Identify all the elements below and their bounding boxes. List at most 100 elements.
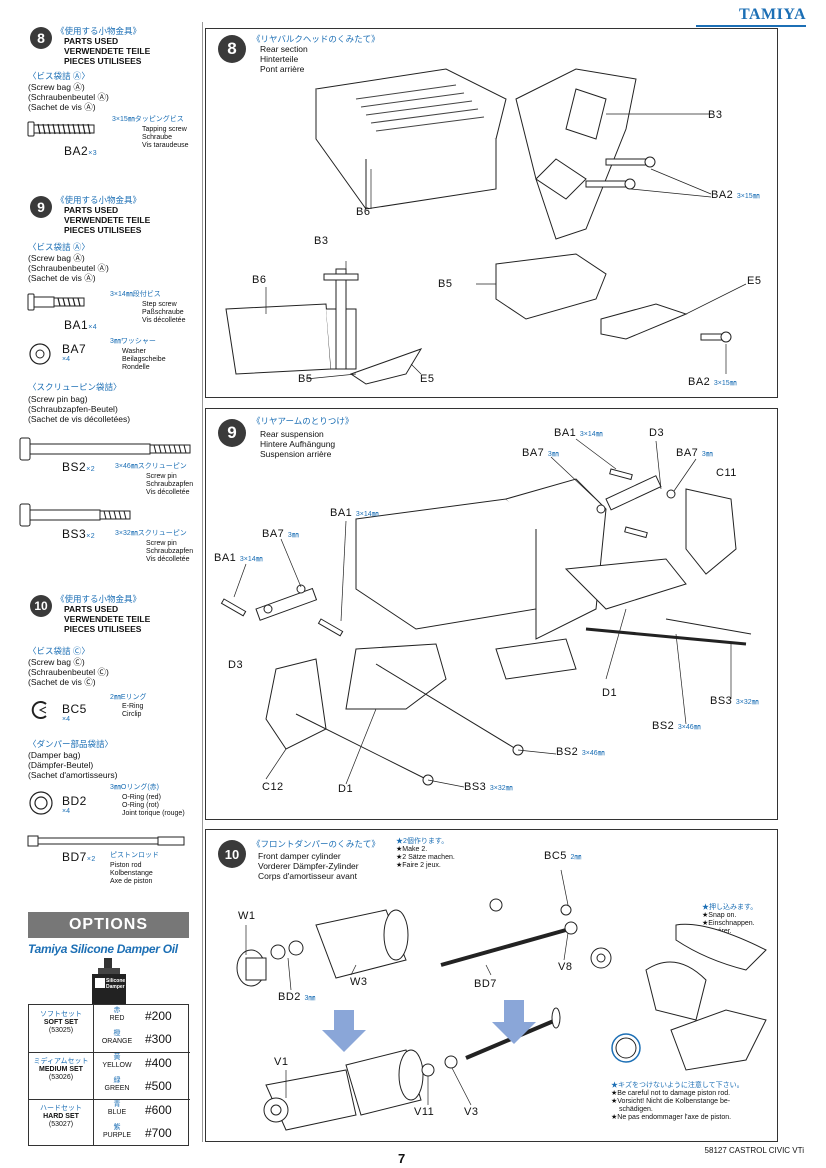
brand-logo: TAMIYA [738,6,806,23]
part-jp: ピストンロッド [110,852,159,859]
parts-step-8-badge: 8 [30,27,52,49]
callout-w1: W1 [238,910,256,922]
parts-used-jp: 《使用する小物金具》 [56,26,142,36]
part-code: BD2 [62,794,87,808]
part-qty: ×4 [62,356,70,363]
callout-bs2-bottom: BS2 3×46㎜ [556,746,605,758]
callout-bd7: BD7 [474,978,497,990]
callout-e5-side: E5 [420,373,435,385]
callout-c12: C12 [262,781,284,793]
screw-pin-long-icon [19,437,191,461]
part-code: BA1×4 [64,318,98,332]
callout-v11: V11 [414,1106,435,1118]
oil-red-num: #200 [145,1009,172,1023]
options-subtitle: Tamiya Silicone Damper Oil [28,942,178,956]
callout-bc5: BC5 2㎜ [544,850,582,862]
step-8-title-jp: 《リヤバルクヘッドのくみたて》 [252,34,380,44]
callout-ba7-mid: BA7 3㎜ [262,528,299,540]
parts-used-jp: 《使用する小物金具》 [56,195,142,205]
oil-purple-num: #700 [145,1126,172,1140]
oil-blue-num: #600 [145,1103,172,1117]
callout-bs3-right: BS3 3×32㎜ [710,695,759,707]
parts-used-jp: 《使用する小物金具》 [56,594,142,604]
o-ring-icon [29,791,53,815]
callout-ba2: BA2 3×15㎜ [711,189,760,201]
callout-d3-top: D3 [649,427,665,439]
damper-oil-bottle-icon [92,958,126,1004]
step-9-title-jp: 《リヤアームのとりつけ》 [252,416,354,426]
oil-green-num: #500 [145,1079,172,1093]
callout-ba1-mid: BA1 3×14㎜ [330,507,379,519]
step-9-badge: 9 [218,419,246,447]
callout-b5: B5 [438,278,453,290]
callout-d1-bottom: D1 [338,783,354,795]
part-jp: 3×32㎜スクリューピン [115,530,187,537]
oil-yellow-num: #400 [145,1056,172,1070]
part-qty: ×4 [62,808,70,815]
callout-b3-side: B3 [314,235,329,247]
part-code: BA7 [62,342,87,356]
parts-step-9-badge: 9 [30,196,52,218]
oil-orange-num: #300 [145,1032,172,1046]
piston-rod-icon [27,835,185,847]
callout-ba7-top-left: BA7 3㎜ [522,447,559,459]
callout-d1-right: D1 [602,687,618,699]
part-jp: 3×46㎜スクリューピン [115,463,187,470]
part-jp: 3㎜ワッシャー [110,338,156,345]
part-code: BA2×3 [64,144,98,158]
screw-pin-short-icon [19,503,131,527]
bag-lines: (Screw bag Ⓐ)(Schraubenbeutel Ⓐ)(Sachet … [28,82,109,112]
callout-w3: W3 [350,976,368,988]
callout-e5: E5 [747,275,762,287]
make-note: ★2個作ります。 ★Make 2. ★2 Sätze machen. ★Fair… [396,838,455,869]
callout-ba1-top: BA1 3×14㎜ [554,427,603,439]
callout-ba2-bottom: BA2 3×15㎜ [688,376,737,388]
bag2-lines: (Damper bag)(Dämpfer-Beutel)(Sachet d'am… [28,750,118,780]
rear-bulkhead-diagram [225,68,747,385]
callout-b3: B3 [708,109,723,121]
step-8-badge: 8 [218,35,246,63]
tapping-screw-icon [27,121,95,137]
left-column-divider [202,22,203,1142]
callout-v1: V1 [274,1056,289,1068]
part-code: BS3×2 [62,527,96,541]
bag-lines: (Screw bag Ⓒ)(Schraubenbeutel Ⓒ)(Sachet … [28,657,109,687]
front-damper-diagram [236,869,767,1131]
part-code: BC5 [62,702,87,716]
part-jp: 3㎜Oリング(赤) [110,784,159,791]
footer-model: 58127 CASTROL CIVIC VTi [704,1146,804,1155]
options-banner: OPTIONS [28,912,189,938]
callout-ba1-left: BA1 3×14㎜ [214,552,263,564]
page-number: 7 [398,1151,406,1166]
part-jp: 2㎜Eリング [110,694,147,701]
step-10-panel: 10 《フロントダンパーのくみたて》 Front damper cylinder… [205,829,778,1142]
callout-bs3-bottom: BS3 3×32㎜ [464,781,513,793]
step-10-title-jp: 《フロントダンパーのくみたて》 [252,839,380,849]
parts-step-10-badge: 10 [30,595,52,617]
brand-underline [696,25,806,27]
bag-jp: 〈ビス袋詰 Ⓒ〉 [28,646,90,656]
rear-suspension-diagram [220,438,752,788]
callout-c11: C11 [716,467,737,479]
washer-icon [29,343,51,365]
